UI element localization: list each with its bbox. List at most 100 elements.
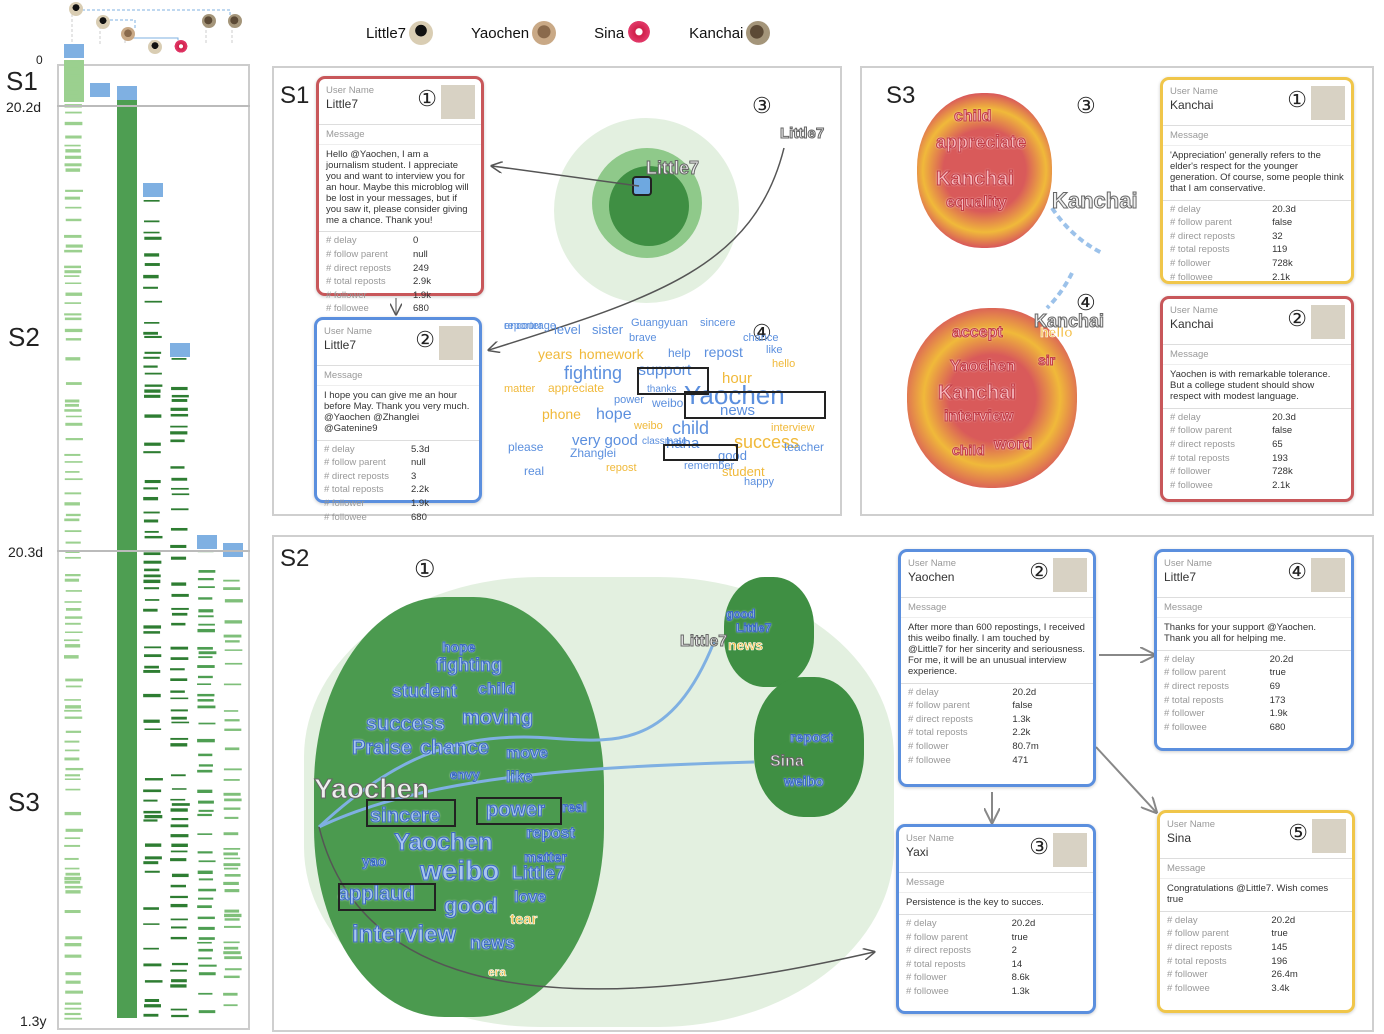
- little7-avatar-icon: [148, 40, 162, 54]
- activity-tick: [65, 828, 83, 832]
- activity-tick: [64, 275, 80, 277]
- activity-tick: [223, 832, 239, 836]
- cluster-word: hope: [441, 639, 476, 656]
- stat-value: 0: [413, 235, 419, 247]
- activity-tick: [143, 274, 159, 279]
- activity-tick: [170, 709, 188, 712]
- stat-value: false: [1012, 700, 1033, 712]
- activity-tick: [143, 963, 162, 967]
- activity-tick: [170, 808, 188, 812]
- cloud-word: haha: [666, 435, 700, 452]
- stat-key: # followee: [326, 303, 369, 315]
- activity-tick: [64, 144, 81, 147]
- stat-row: # followee 680: [325, 302, 475, 316]
- activity-tick: [64, 90, 79, 95]
- card-number: ①: [1287, 87, 1307, 112]
- cloud-word: repost: [606, 462, 637, 474]
- cloud-word: happy: [744, 476, 774, 488]
- activity-tick: [170, 984, 187, 988]
- profile-photo: [439, 326, 473, 360]
- activity-tick: [223, 951, 241, 955]
- message-label: Message: [317, 366, 479, 386]
- activity-tick: [198, 937, 215, 940]
- activity-tick: [171, 843, 188, 848]
- legend-label: Sina: [594, 24, 625, 42]
- activity-tick: [223, 792, 241, 796]
- activity-tick: [144, 322, 160, 324]
- yaochen-avatar-icon: [121, 27, 135, 41]
- activity-tick: [64, 163, 82, 167]
- activity-tick: [224, 599, 243, 603]
- cluster-word: child: [953, 108, 992, 126]
- map-label: Little7: [679, 633, 728, 651]
- activity-tick: [170, 425, 188, 428]
- legend-item: Kanchai: [689, 21, 771, 45]
- activity-tick: [65, 471, 80, 473]
- cluster-word: student: [392, 681, 458, 702]
- cloud-word: child: [672, 418, 710, 438]
- activity-tick: [197, 683, 212, 685]
- stat-value: 2.1k: [1272, 271, 1291, 283]
- stat-key: # follower: [1167, 969, 1208, 981]
- cluster-word: equality: [945, 194, 1007, 212]
- stat-value: 145: [1271, 942, 1288, 953]
- activity-tick: [197, 870, 213, 875]
- activity-tick: [171, 873, 189, 878]
- activity-tick: [198, 992, 213, 995]
- stat-key: # delay: [1170, 203, 1201, 215]
- stat-value: 728k: [1272, 466, 1293, 478]
- activity-tick: [223, 992, 238, 996]
- activity-tick: [170, 657, 189, 660]
- cluster-word: matter: [524, 849, 568, 866]
- activity-tick: [64, 880, 81, 884]
- activity-tick: [64, 409, 82, 412]
- activity-tick: [64, 954, 82, 958]
- activity-tick: [64, 399, 80, 403]
- stat-value: 20.2d: [1271, 914, 1296, 926]
- activity-tick: [171, 622, 186, 626]
- activity-tick: [144, 372, 162, 375]
- activity-tick: [170, 690, 185, 693]
- activity-tick: [197, 646, 213, 650]
- stat-value: 680: [413, 303, 429, 315]
- s2-cluster-little7: [724, 577, 814, 687]
- s3-marker-3: ③: [1076, 93, 1096, 118]
- stat-key: # delay: [1164, 653, 1195, 665]
- stat-value: 2.2k: [411, 484, 429, 496]
- stat-key: # direct reposts: [906, 945, 971, 957]
- activity-tick: [143, 200, 160, 202]
- activity-tick: [224, 889, 240, 893]
- stat-value: 1.9k: [411, 498, 429, 509]
- cloud-word: classmate: [642, 436, 688, 447]
- activity-tick: [170, 858, 187, 862]
- profile-photo: [1312, 819, 1346, 853]
- s3-marker-4: ④: [1076, 290, 1096, 315]
- activity-tick: [170, 918, 188, 921]
- activity-tick: [170, 936, 187, 940]
- activity-tick: [143, 625, 162, 629]
- activity-tick: [64, 774, 81, 777]
- s1-marker-4: ④: [752, 320, 772, 345]
- activity-tick: [64, 876, 82, 881]
- s3-cluster-a: [917, 93, 1052, 248]
- legend-item: Little7: [366, 21, 434, 45]
- stat-key: # total reposts: [1164, 694, 1224, 706]
- activity-tick: [65, 149, 81, 153]
- stat-value: null: [413, 249, 428, 261]
- stat-key: # direct reposts: [1170, 230, 1235, 242]
